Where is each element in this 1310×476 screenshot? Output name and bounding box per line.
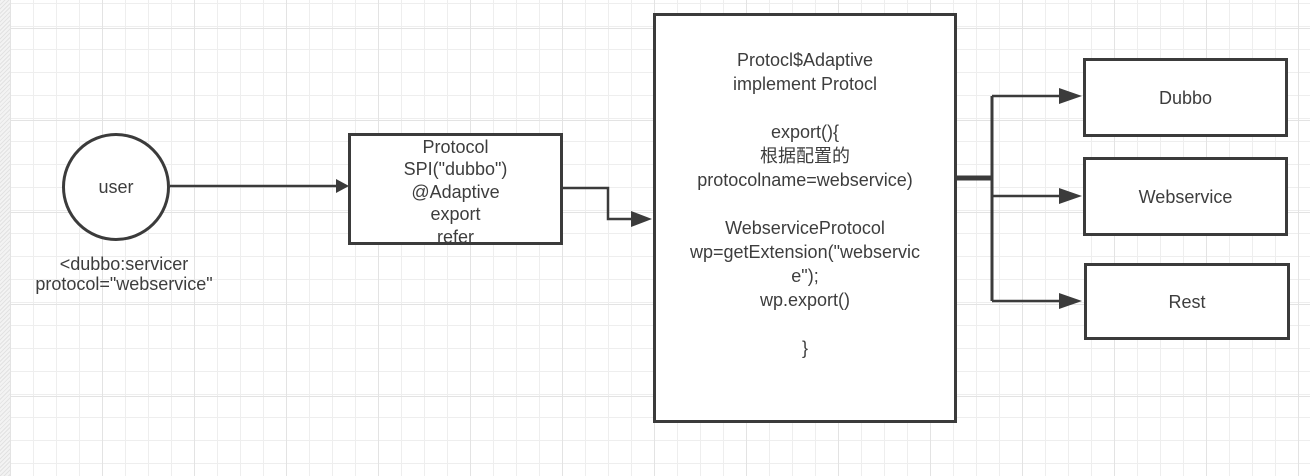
canvas-left-margin: [0, 0, 10, 476]
spi-line: @Adaptive: [411, 181, 500, 202]
connector-to-rest: [992, 293, 1082, 309]
user-label: user: [98, 177, 134, 197]
node-dubbo[interactable]: Dubbo: [1083, 58, 1288, 137]
annotation-line: <dubbo:servicer: [59, 254, 189, 274]
spi-line: refer: [436, 226, 474, 247]
connector-arrowhead: [1059, 293, 1082, 309]
connector-adaptive-trunk: [957, 96, 994, 301]
connector-arrowhead: [336, 179, 349, 193]
connector-to-dubbo: [992, 88, 1082, 104]
adaptive-line: protocolname=webservice): [697, 170, 913, 190]
dubbo-label: Dubbo: [1158, 87, 1213, 108]
connector-arrowhead: [1059, 88, 1082, 104]
node-protocol-spi[interactable]: Protocol SPI("dubbo") @Adaptive export r…: [348, 133, 563, 247]
adaptive-line: [656, 192, 954, 216]
connector-to-webservice: [992, 188, 1082, 204]
adaptive-line: implement Protocl: [732, 74, 878, 94]
adaptive-line: 根据配置的: [760, 146, 850, 166]
spi-line: Protocol: [422, 137, 489, 157]
adaptive-line: }: [801, 338, 808, 358]
node-protocol-adaptive[interactable]: Protocl$Adaptive implement Protocl expor…: [653, 13, 957, 423]
spi-line: export: [430, 204, 481, 225]
annotation-dubbo-config: <dubbo:servicer protocol="webservice": [10, 254, 238, 294]
connector-spi-to-adaptive: [563, 186, 652, 227]
adaptive-line: [656, 96, 954, 120]
connector-arrowhead: [1059, 188, 1082, 204]
connector-arrowhead: [631, 211, 652, 227]
adaptive-line: Protocl$Adaptive: [736, 50, 874, 70]
adaptive-line: [656, 312, 954, 336]
rest-label: Rest: [1168, 291, 1206, 312]
node-user[interactable]: user: [62, 133, 170, 241]
connector-user-to-spi: [170, 179, 349, 193]
adaptive-line: e");: [791, 266, 819, 286]
adaptive-line: WebserviceProtocol: [725, 218, 885, 238]
adaptive-line: export(){: [770, 122, 840, 142]
webservice-label: Webservice: [1138, 186, 1233, 207]
adaptive-line: wp.export(): [759, 290, 851, 310]
node-rest[interactable]: Rest: [1084, 263, 1290, 340]
annotation-line: protocol="webservice": [35, 274, 213, 294]
adaptive-line: wp=getExtension("webservic: [689, 242, 920, 262]
node-webservice[interactable]: Webservice: [1083, 157, 1288, 236]
spi-line: SPI("dubbo"): [403, 159, 508, 180]
